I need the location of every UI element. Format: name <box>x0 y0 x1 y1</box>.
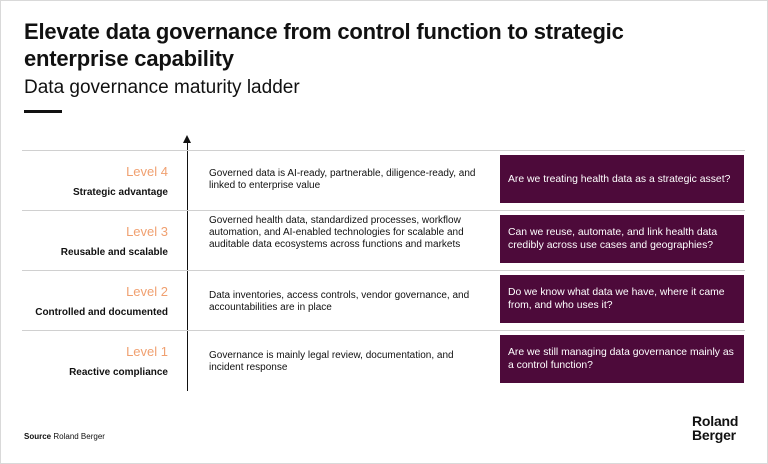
source-note: Source Roland Berger <box>24 432 105 441</box>
level-question-box: Are we treating health data as a strateg… <box>500 155 744 203</box>
level-row-1: Level 1 Reactive compliance Governance i… <box>22 330 745 391</box>
level-name: Reusable and scalable <box>60 247 168 258</box>
level-question: Do we know what data we have, where it c… <box>508 287 725 311</box>
level-name: Reactive compliance <box>69 367 168 378</box>
level-question-box: Are we still managing data governance ma… <box>500 335 744 383</box>
level-question-box: Can we reuse, automate, and link health … <box>500 215 744 263</box>
level-question: Are we treating health data as a strateg… <box>508 173 731 185</box>
roland-berger-logo: Roland Berger <box>692 414 738 442</box>
level-question-box: Do we know what data we have, where it c… <box>500 275 744 323</box>
source-label: Source <box>24 432 52 441</box>
title-underline <box>24 110 62 113</box>
level-row-4: Level 4 Strategic advantage Governed dat… <box>22 150 745 211</box>
level-question: Can we reuse, automate, and link health … <box>508 227 718 251</box>
level-number: Level 4 <box>126 164 168 179</box>
level-description: Governed data is AI-ready, partnerable, … <box>209 168 476 191</box>
logo-line-2: Berger <box>692 427 736 443</box>
level-row-2: Level 2 Controlled and documented Data i… <box>22 270 745 331</box>
level-name: Strategic advantage <box>72 187 168 198</box>
source-text: Roland Berger <box>53 432 105 441</box>
level-number: Level 1 <box>126 344 168 359</box>
level-question: Are we still managing data governance ma… <box>508 347 734 371</box>
level-number: Level 3 <box>126 224 168 239</box>
up-arrow-icon <box>183 135 191 143</box>
level-number: Level 2 <box>126 284 168 299</box>
level-description: Governed health data, standardized proce… <box>209 215 464 250</box>
logo-line-1: Roland <box>692 413 739 429</box>
level-row-3: Level 3 Reusable and scalable Governed h… <box>22 210 745 271</box>
slide-title: Elevate data governance from control fun… <box>24 19 624 71</box>
level-description: Data inventories, access controls, vendo… <box>209 290 470 313</box>
maturity-axis-line <box>187 142 188 391</box>
level-name: Controlled and documented <box>35 307 168 318</box>
slide-subtitle: Data governance maturity ladder <box>24 77 300 98</box>
level-description: Governance is mainly legal review, docum… <box>209 350 454 373</box>
